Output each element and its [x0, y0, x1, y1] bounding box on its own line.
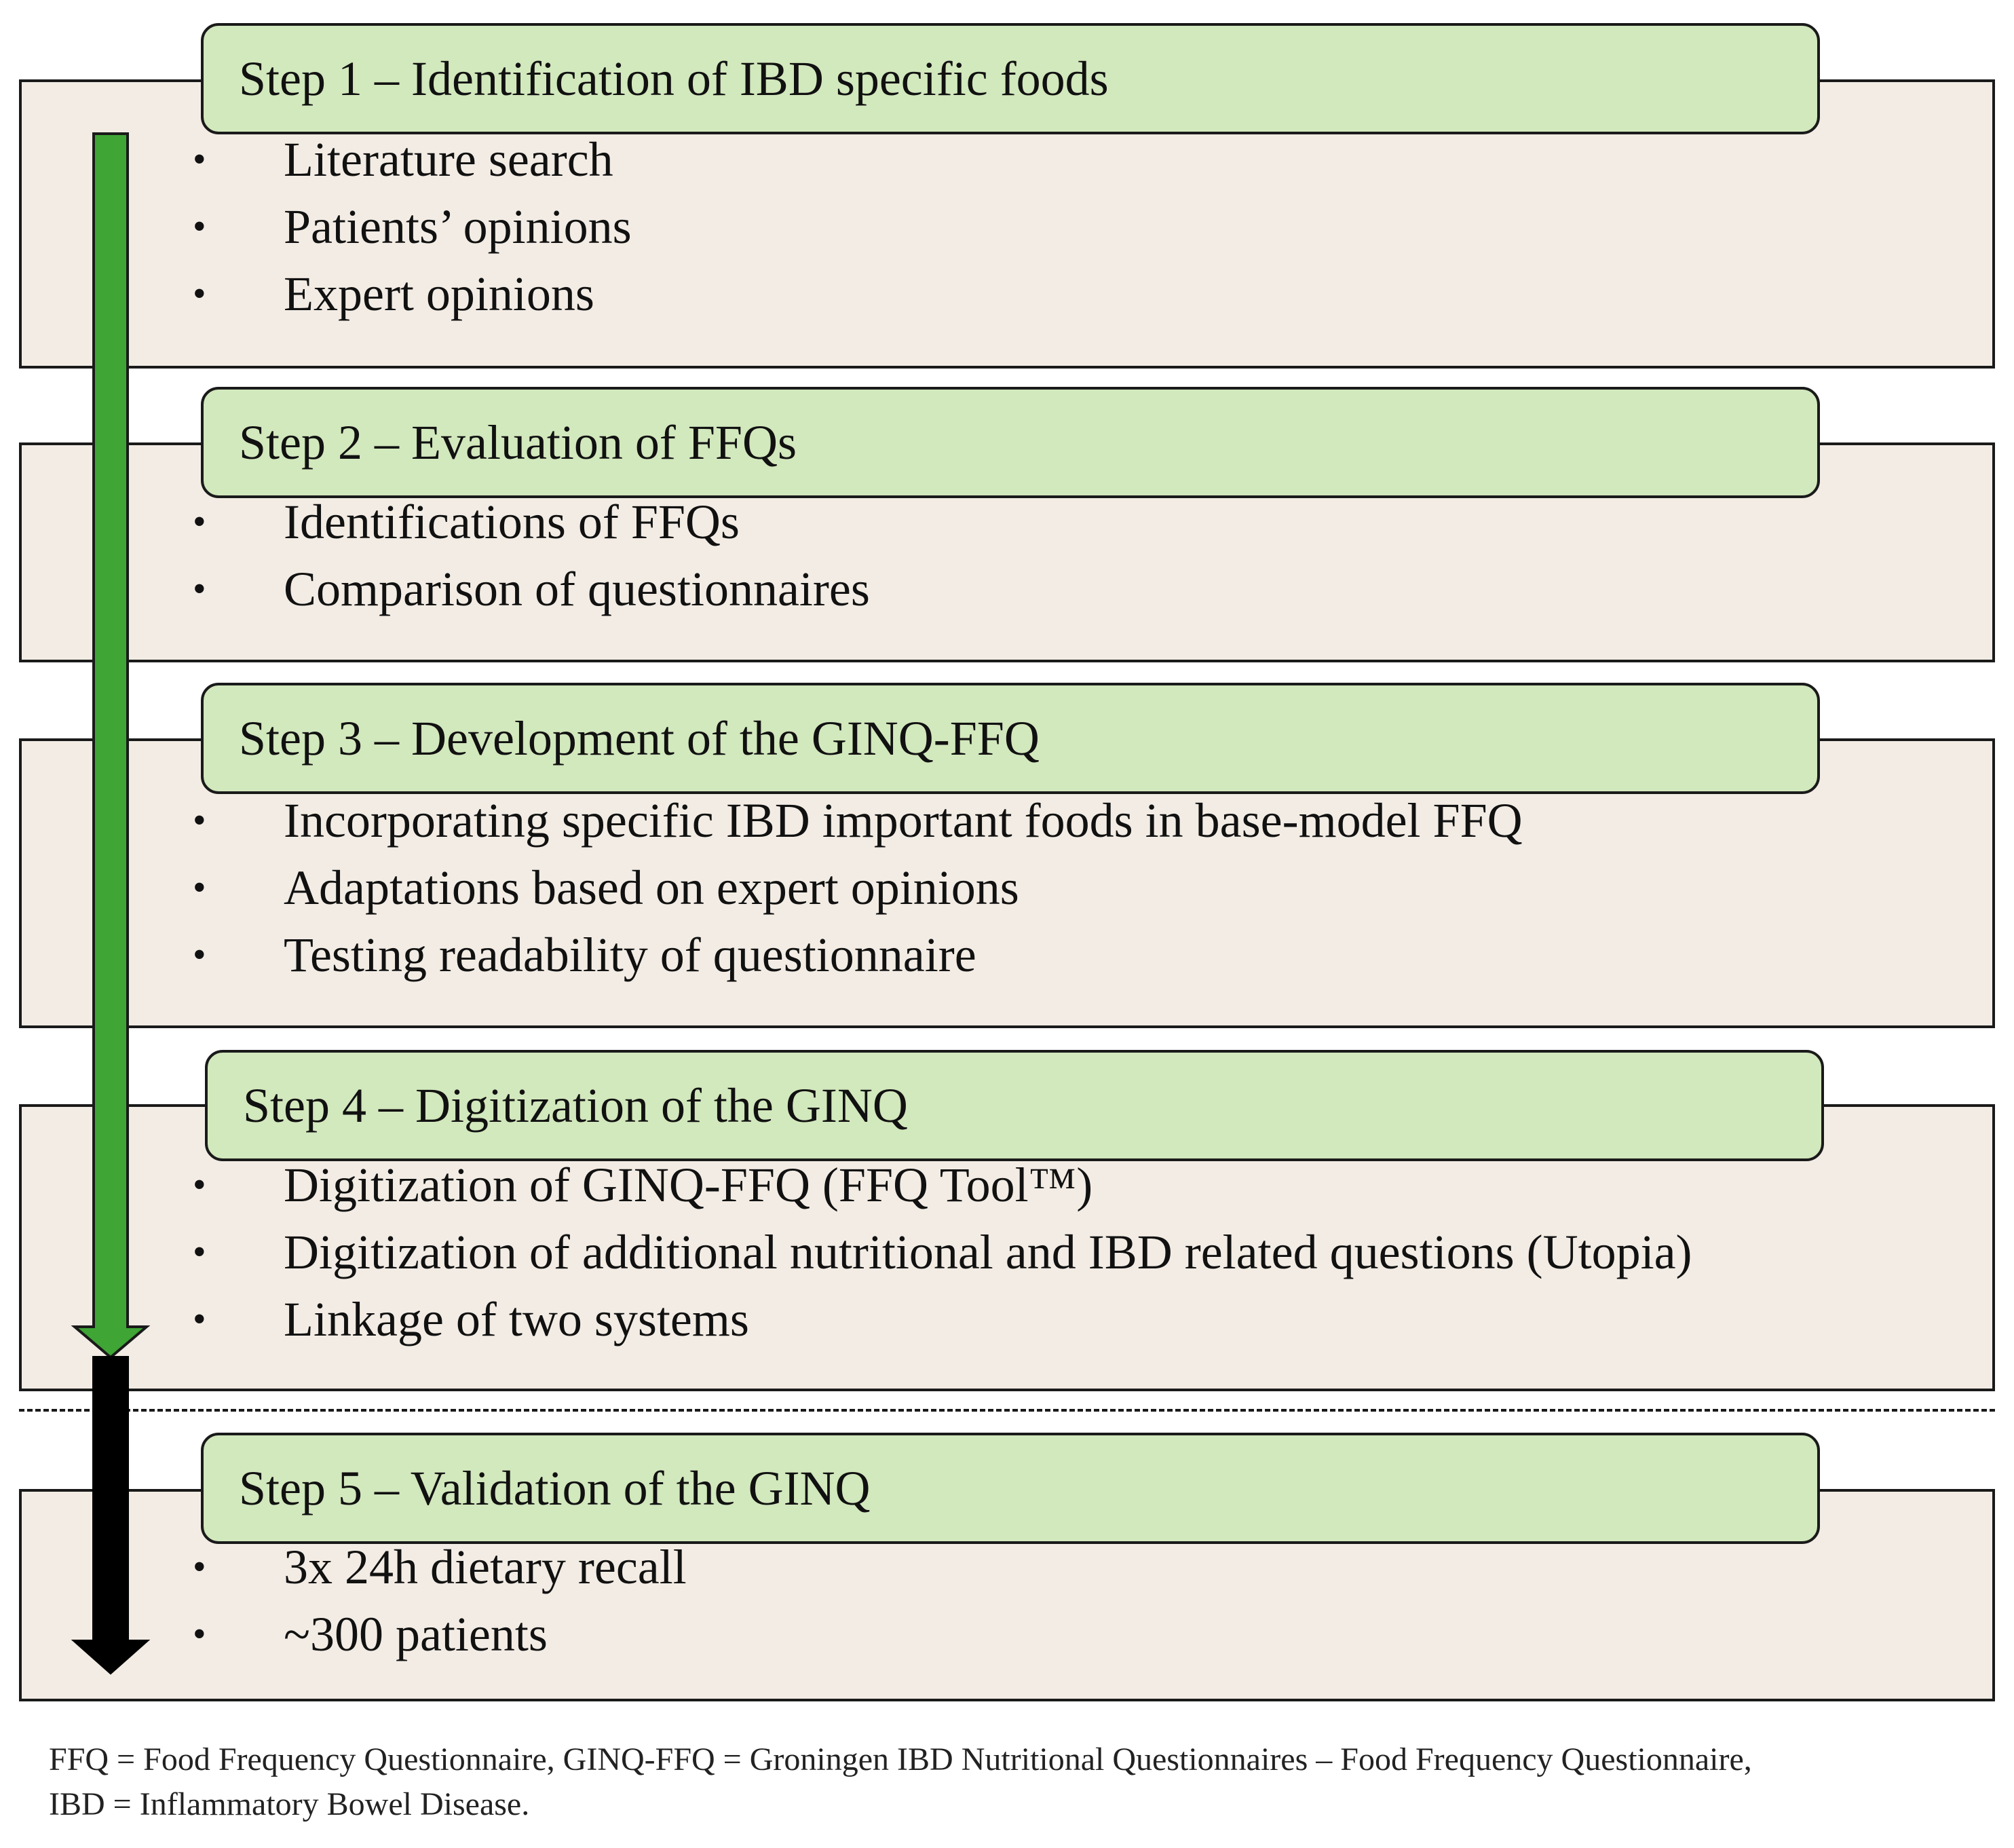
step-3-item-3: Testing readability of questionnaire [284, 928, 976, 982]
bullet-dot: • [193, 568, 206, 610]
list-item: • Expert opinions [22, 261, 1992, 328]
bullet-dot: • [193, 273, 206, 315]
bullet-dot: • [193, 138, 206, 181]
step-3-bullets: • Incorporating specific IBD important fo… [22, 787, 1992, 989]
step-4-bullets: • Digitization of GINQ-FFQ (FFQ Tool™) • D… [22, 1152, 1992, 1353]
bullet-dot: • [193, 1298, 206, 1340]
bullet-dot: • [193, 799, 206, 842]
step-3-item-1: Incorporating specific IBD important foo… [284, 793, 1523, 848]
dashed-divider [19, 1409, 1995, 1412]
step-4-item-2: Digitization of additional nutritional a… [284, 1225, 1692, 1279]
bullet-dot: • [193, 1231, 206, 1273]
step-4-item-1: Digitization of GINQ-FFQ (FFQ Tool™) [284, 1158, 1093, 1212]
step-1-header: Step 1 – Identification of IBD specific … [201, 23, 1820, 134]
bullet-dot: • [193, 1546, 206, 1588]
step-2-item-1: Identifications of FFQs [284, 495, 740, 549]
step-5-item-1: 3x 24h dietary recall [284, 1540, 687, 1594]
list-item: • Digitization of additional nutritional … [22, 1219, 1992, 1286]
list-item: • Linkage of two systems [22, 1286, 1992, 1353]
list-item: • Patients’ opinions [22, 193, 1992, 261]
footnote: FFQ = Food Frequency Questionnaire, GINQ… [49, 1737, 1976, 1827]
list-item: • Incorporating specific IBD important fo… [22, 787, 1992, 854]
step-4-item-3: Linkage of two systems [284, 1292, 749, 1346]
step-5-header: Step 5 – Validation of the GINQ [201, 1433, 1820, 1544]
step-3-item-2: Adaptations based on expert opinions [284, 861, 1019, 915]
list-item: • ~300 patients [22, 1601, 1992, 1668]
bullet-dot: • [193, 867, 206, 909]
list-item: • Adaptations based on expert opinions [22, 854, 1992, 922]
step-1-item-3: Expert opinions [284, 267, 594, 321]
list-item: • Literature search [22, 126, 1992, 193]
list-item: • Identifications of FFQs [22, 489, 1992, 556]
list-item: • Testing readability of questionnaire [22, 922, 1992, 989]
step-5-item-2: ~300 patients [284, 1607, 548, 1661]
step-1-bullets: • Literature search • Patients’ opinions •… [22, 126, 1992, 328]
bullet-dot: • [193, 934, 206, 976]
step-5-bullets: • 3x 24h dietary recall • ~300 patients [22, 1534, 1992, 1668]
step-2-bullets: • Identifications of FFQs • Comparison of … [22, 489, 1992, 623]
step-2-item-2: Comparison of questionnaires [284, 562, 870, 616]
footnote-line-2: IBD = Inflammatory Bowel Disease. [49, 1786, 530, 1822]
step-1-item-2: Patients’ opinions [284, 200, 632, 254]
step-1-item-1: Literature search [284, 132, 613, 187]
bullet-dot: • [193, 1613, 206, 1655]
step-4-header: Step 4 – Digitization of the GINQ [205, 1050, 1824, 1161]
bullet-dot: • [193, 501, 206, 543]
footnote-line-1: FFQ = Food Frequency Questionnaire, GINQ… [49, 1741, 1752, 1777]
step-2-header: Step 2 – Evaluation of FFQs [201, 387, 1820, 498]
bullet-dot: • [193, 1164, 206, 1206]
list-item: • Comparison of questionnaires [22, 556, 1992, 623]
list-item: • 3x 24h dietary recall [22, 1534, 1992, 1601]
list-item: • Digitization of GINQ-FFQ (FFQ Tool™) [22, 1152, 1992, 1219]
bullet-dot: • [193, 206, 206, 248]
step-3-header: Step 3 – Development of the GINQ-FFQ [201, 683, 1820, 794]
